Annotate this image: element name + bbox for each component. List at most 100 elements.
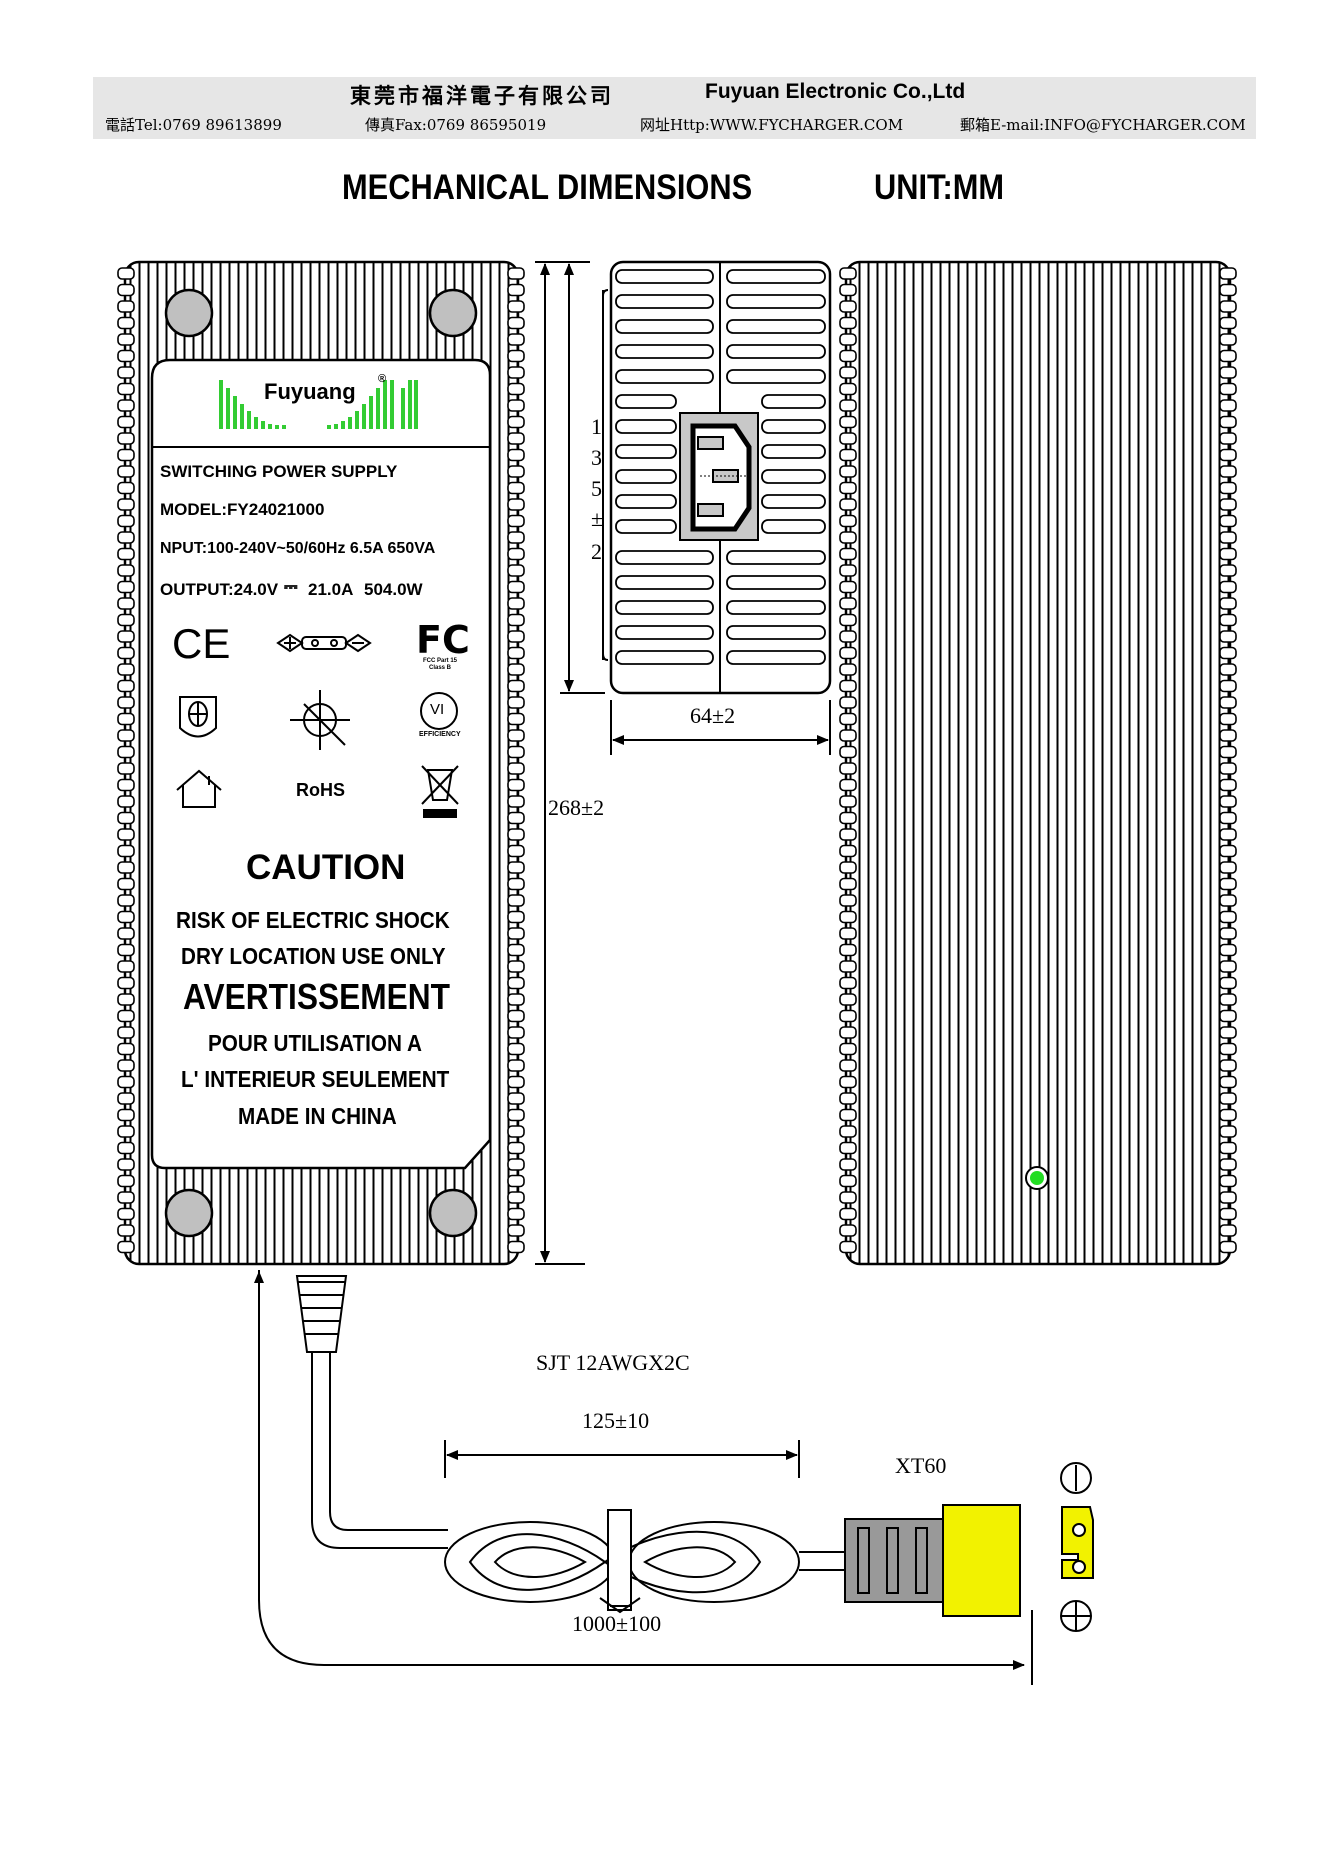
cooling-fin <box>1219 564 1237 577</box>
cooling-fin <box>839 894 857 907</box>
weee-bin-icon <box>421 765 459 818</box>
cooling-fin <box>117 481 135 495</box>
product-type: SWITCHING POWER SUPPLY <box>160 462 398 481</box>
cooling-fin <box>117 597 135 610</box>
cooling-fin <box>117 1125 135 1138</box>
cooling-fin <box>839 877 857 891</box>
cooling-fin <box>839 1224 857 1237</box>
cooling-fin <box>1219 795 1237 808</box>
cooling-fin <box>507 564 525 577</box>
cooling-fin <box>839 1141 857 1155</box>
cooling-fin <box>839 943 857 957</box>
cooling-fin <box>839 1092 857 1105</box>
safety-symbol-icon <box>276 633 372 653</box>
cooling-fin <box>117 382 135 396</box>
vent-slot <box>615 294 714 309</box>
cooling-fin <box>117 993 135 1006</box>
vent-slot <box>615 444 677 459</box>
cooling-fin <box>117 811 135 825</box>
cooling-fin <box>839 910 857 924</box>
vent-slot <box>615 600 714 615</box>
cooling-fin <box>507 1026 525 1039</box>
cooling-fin <box>507 877 525 891</box>
cooling-fin <box>117 366 135 379</box>
connector-type: XT60 <box>895 1453 947 1478</box>
cooling-fin <box>117 613 135 627</box>
cooling-fin <box>1219 1059 1237 1072</box>
cooling-fin <box>117 1009 135 1023</box>
cooling-fin <box>117 910 135 924</box>
cooling-fin <box>507 382 525 396</box>
cooling-fin <box>117 1224 135 1237</box>
cooling-fin <box>1219 465 1237 478</box>
page-title: MECHANICAL DIMENSIONS <box>342 168 753 207</box>
screw-bottom-right <box>428 1188 478 1238</box>
cooling-fin <box>839 927 857 940</box>
output-current: 21.0A <box>308 580 354 599</box>
cooling-fin <box>507 894 525 907</box>
cooling-fin <box>117 1240 135 1254</box>
cooling-fin <box>507 795 525 808</box>
vent-slot <box>726 575 826 590</box>
vent-slot <box>761 519 826 534</box>
led-indicator-icon <box>1030 1171 1044 1185</box>
cooling-fin <box>507 547 525 561</box>
cooling-fin <box>839 861 857 874</box>
vent-slot <box>615 469 677 484</box>
screw-top-right <box>428 288 478 338</box>
cooling-fin <box>839 597 857 610</box>
cooling-fin <box>117 762 135 775</box>
cooling-fin <box>1219 1026 1237 1039</box>
ce-mark: CE <box>172 620 231 667</box>
cooling-fin <box>839 811 857 825</box>
cooling-fin <box>839 778 857 792</box>
cooling-fin <box>839 1207 857 1221</box>
cooling-fin <box>117 696 135 709</box>
front-view <box>117 260 525 1266</box>
header-email: 郵箱E-mail:INFO@FYCHARGER.COM <box>960 116 1246 134</box>
bundle-value: 125±10 <box>582 1408 650 1433</box>
cooling-fin <box>1219 844 1237 858</box>
cooling-fin <box>507 976 525 990</box>
cooling-fin <box>507 630 525 643</box>
cooling-fin <box>1219 382 1237 396</box>
cooling-fin <box>117 448 135 462</box>
cooling-fin <box>839 432 857 445</box>
cooling-fin <box>839 1125 857 1138</box>
cooling-fin <box>507 1207 525 1221</box>
cooling-fin <box>507 415 525 429</box>
warning-shock: RISK OF ELECTRIC SHOCK <box>176 907 450 933</box>
cooling-fin <box>839 828 857 841</box>
cable-length-dimension <box>254 1270 1033 1685</box>
cooling-fin <box>839 1174 857 1188</box>
cooling-fin <box>839 993 857 1006</box>
cooling-fin <box>507 679 525 693</box>
cooling-fin <box>839 745 857 759</box>
vent-slot <box>615 519 677 534</box>
cooling-fin <box>839 1158 857 1171</box>
cooling-fin <box>507 1141 525 1155</box>
cooling-fin <box>839 1009 857 1023</box>
cable-spec: SJT 12AWGX2C <box>536 1350 690 1375</box>
cooling-fin <box>1219 267 1237 280</box>
vent-slot <box>726 269 826 284</box>
height-dimension <box>535 261 590 1265</box>
cooling-fin <box>1219 399 1237 412</box>
company-name-en: Fuyuan Electronic Co.,Ltd <box>705 80 966 103</box>
width-value: 64±2 <box>690 703 736 728</box>
cooling-fin <box>117 1042 135 1056</box>
cooling-fin <box>117 630 135 643</box>
cooling-fin <box>1219 960 1237 973</box>
cooling-fin <box>507 531 525 544</box>
cooling-fin <box>507 910 525 924</box>
cooling-fin <box>117 415 135 429</box>
vent-slot <box>761 394 826 409</box>
cooling-fin <box>1219 1092 1237 1105</box>
pin-number: 5 <box>591 476 602 501</box>
cooling-fin <box>117 267 135 280</box>
cooling-fin <box>839 1026 857 1039</box>
fcc-mark: FC <box>416 618 470 662</box>
cooling-fin <box>507 1240 525 1254</box>
cooling-fin <box>507 481 525 495</box>
